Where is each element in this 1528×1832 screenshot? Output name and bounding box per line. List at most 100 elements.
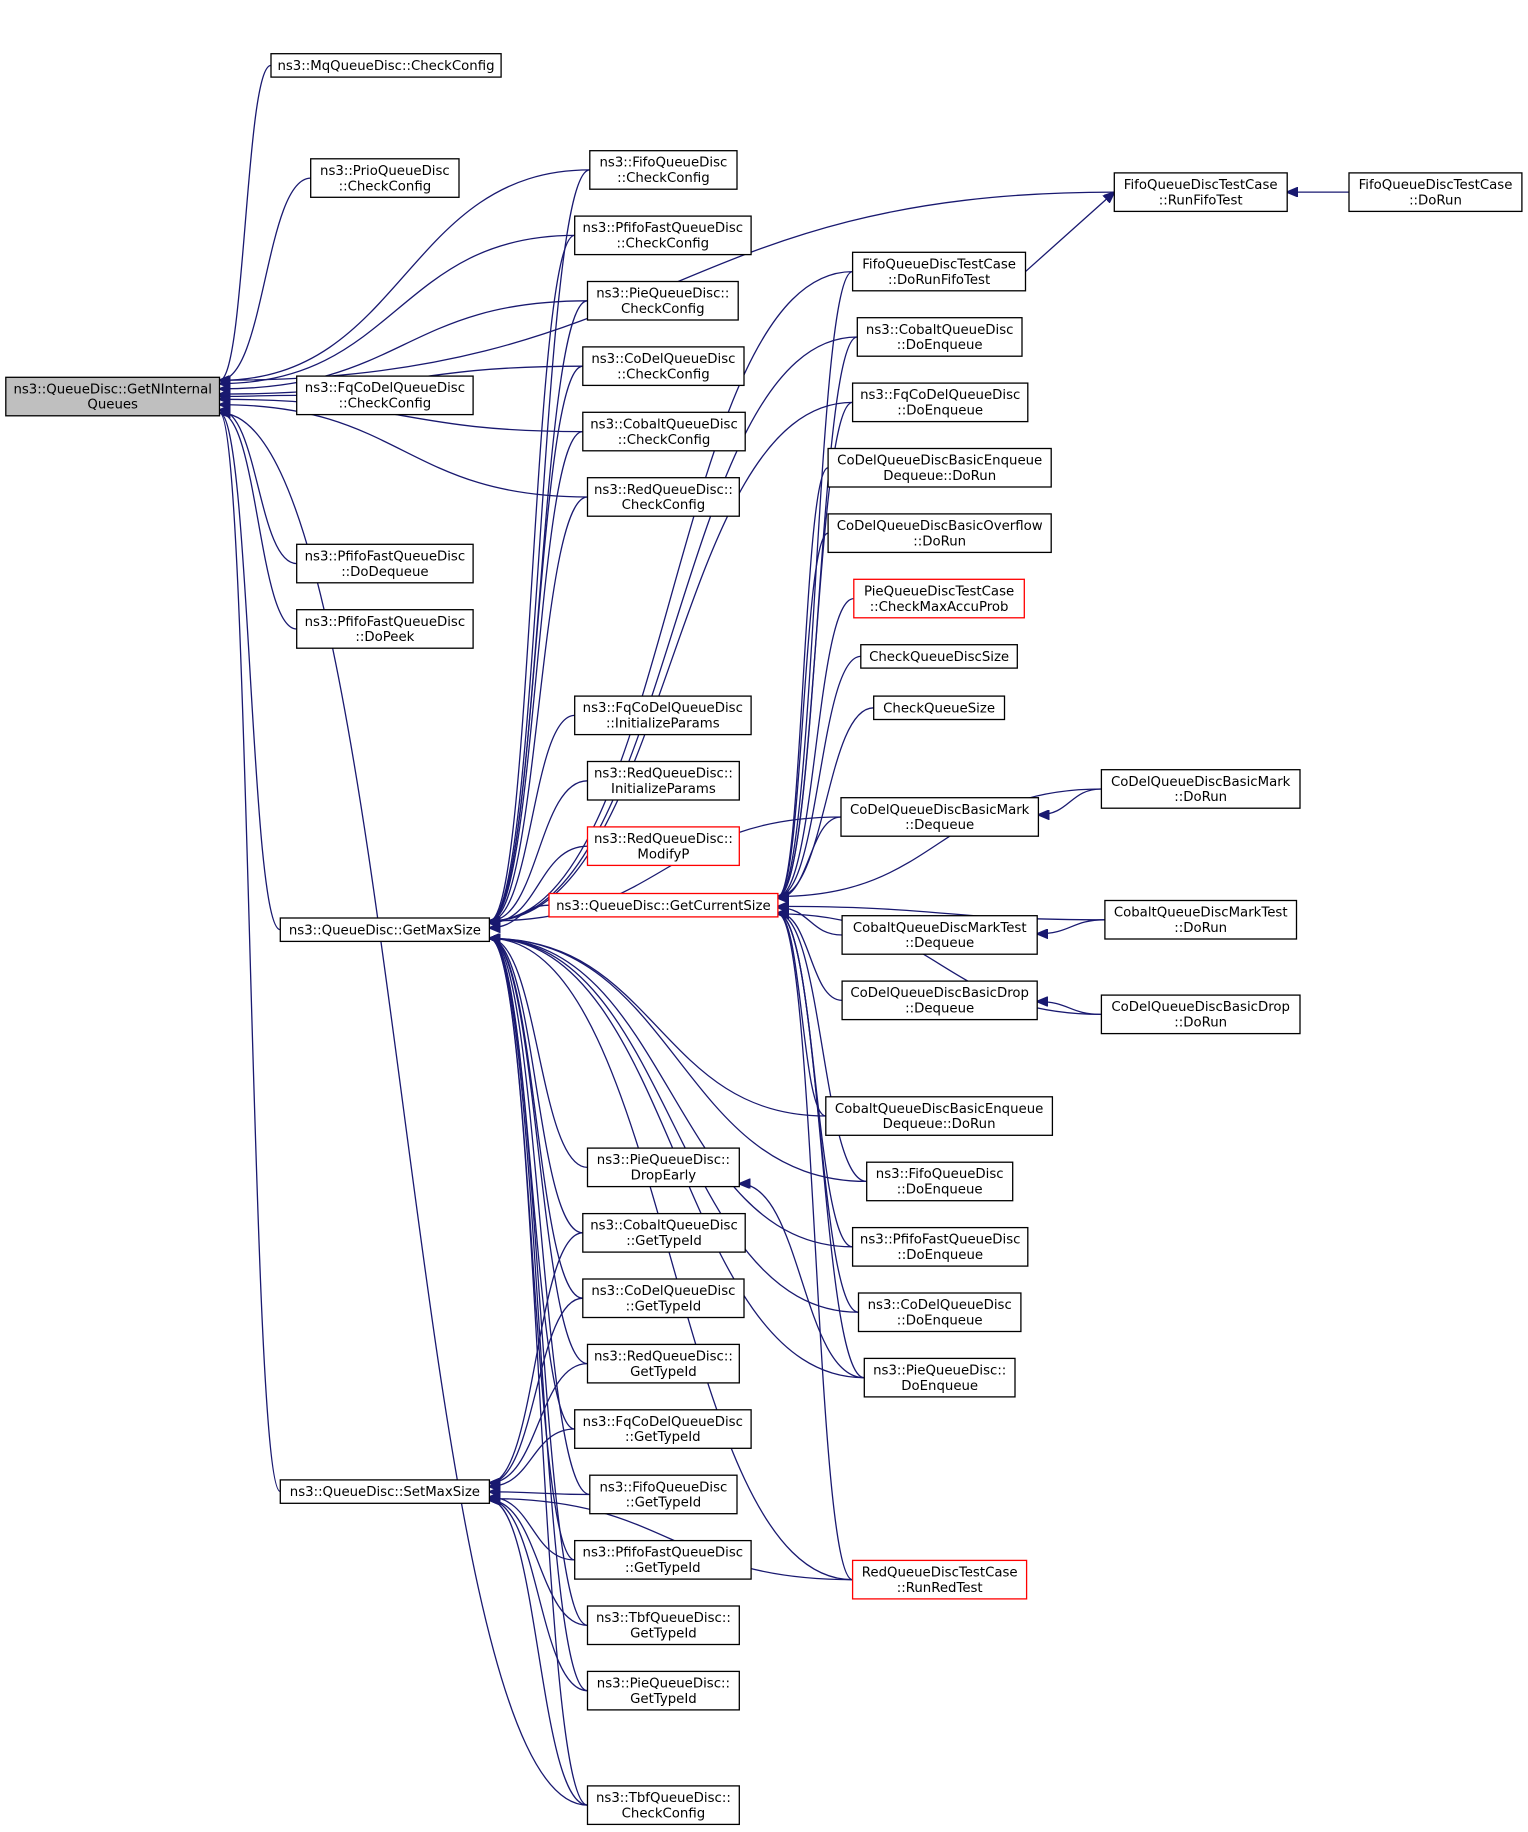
node-label: FifoQueueDiscTestCase: [1359, 178, 1513, 193]
edge-redtest_run-to-getmaxsize: [489, 938, 853, 1581]
node-label: GetTypeId: [630, 1365, 697, 1380]
node-box: [586, 280, 739, 321]
node-fqcodel_init[interactable]: ns3::FqCoDelQueueDisc::InitializeParams: [574, 695, 752, 736]
node-fifo_doenq[interactable]: ns3::FifoQueueDisc::DoEnqueue: [866, 1161, 1014, 1202]
node-label: PieQueueDiscTestCase: [864, 584, 1014, 599]
node-cobalt_doenq[interactable]: ns3::CobaltQueueDisc::DoEnqueue: [856, 317, 1023, 357]
edge-prio_check-to-getninternal: [220, 177, 311, 380]
node-fifo_check[interactable]: ns3::FifoQueueDisc::CheckConfig: [589, 150, 738, 190]
node-red_typeid[interactable]: ns3::RedQueueDisc::GetTypeId: [586, 1343, 740, 1384]
node-mq_check[interactable]: ns3::MqQueueDisc::CheckConfig: [270, 53, 502, 78]
node-codel_typeid[interactable]: ns3::CoDelQueueDisc::GetTypeId: [582, 1278, 745, 1319]
node-codel_basicovf[interactable]: CoDelQueueDiscBasicOverflow::DoRun: [827, 513, 1052, 554]
edge-cobalt_basicenq-to-getmaxsize: [489, 938, 826, 1117]
node-box: [548, 892, 779, 918]
node-pfifo_typeid[interactable]: ns3::PfifoFastQueueDisc::GetTypeId: [574, 1539, 752, 1580]
node-fqcodel_typeid[interactable]: ns3::FqCoDelQueueDisc::GetTypeId: [574, 1409, 752, 1449]
node-label: ns3::FqCoDelQueueDisc: [305, 381, 465, 396]
node-label: ::GetTypeId: [626, 1299, 702, 1314]
node-fqcodel_doenq[interactable]: ns3::FqCoDelQueueDisc::DoEnqueue: [851, 382, 1029, 423]
node-fifotest_dorunfifo[interactable]: FifoQueueDiscTestCase::DoRunFifoTest: [851, 251, 1027, 292]
node-pfifo_dodeq[interactable]: ns3::PfifoFastQueueDisc::DoDequeue: [296, 543, 474, 584]
node-setmaxsize[interactable]: ns3::QueueDisc::SetMaxSize: [279, 1479, 491, 1504]
edge-pie_doenq-to-getcurrentsize: [778, 914, 865, 1379]
edge-pfifo_typeid-to-getmaxsize: [489, 938, 575, 1561]
edge-pie_doenq-to-pie_dropearly: [739, 1184, 865, 1379]
node-cobalt_basicenq[interactable]: CobaltQueueDiscBasicEnqueueDequeue::DoRu…: [825, 1096, 1054, 1136]
node-box: [827, 447, 1052, 488]
node-box: [574, 1409, 752, 1449]
node-redtest_run[interactable]: RedQueueDiscTestCase::RunRedTest: [851, 1559, 1028, 1600]
node-fifo_typeid[interactable]: ns3::FifoQueueDisc::GetTypeId: [589, 1474, 738, 1515]
node-cobalt_markrun[interactable]: CobaltQueueDiscMarkTest::DoRun: [1104, 899, 1298, 940]
node-cobalt_markdeq[interactable]: CobaltQueueDiscMarkTest::Dequeue: [841, 915, 1038, 955]
node-label: ns3::PieQueueDisc::: [596, 287, 729, 302]
node-cobalt_check[interactable]: ns3::CobaltQueueDisc::CheckConfig: [582, 411, 746, 452]
node-red_modifyp[interactable]: ns3::RedQueueDisc::ModifyP: [586, 826, 740, 867]
node-label: ::DoRun: [1174, 921, 1227, 936]
node-box: [310, 158, 460, 198]
node-pfifo_doenq[interactable]: ns3::PfifoFastQueueDisc::DoEnqueue: [851, 1226, 1029, 1267]
node-cobalt_typeid[interactable]: ns3::CobaltQueueDisc::GetTypeId: [582, 1212, 746, 1253]
node-codel_markrun[interactable]: CoDelQueueDiscBasicMark::DoRun: [1100, 769, 1301, 809]
node-box: [851, 1226, 1029, 1267]
node-box: [586, 1147, 740, 1188]
node-pfifo_dopeek[interactable]: ns3::PfifoFastQueueDisc::DoPeek: [296, 609, 474, 649]
edge-fifo_typeid-to-setmaxsize: [489, 1492, 590, 1495]
node-codel_check[interactable]: ns3::CoDelQueueDisc::CheckConfig: [582, 346, 745, 387]
node-pfifo_check[interactable]: ns3::PfifoFastQueueDisc::CheckConfig: [574, 215, 752, 256]
node-label: ns3::QueueDisc::GetCurrentSize: [556, 899, 771, 914]
edge-redtest_run-to-getcurrentsize: [778, 914, 853, 1581]
edge-getcurrentsize-to-getmaxsize: [489, 904, 550, 928]
node-pie_typeid[interactable]: ns3::PieQueueDisc::GetTypeId: [586, 1670, 740, 1711]
node-label: ns3::FifoQueueDisc: [599, 156, 727, 171]
node-getcurrentsize[interactable]: ns3::QueueDisc::GetCurrentSize: [548, 892, 779, 918]
edge-cobalt_typeid-to-getmaxsize: [489, 938, 583, 1234]
node-red_init[interactable]: ns3::RedQueueDisc::InitializeParams: [586, 760, 740, 801]
node-fifotest_dorun[interactable]: FifoQueueDiscTestCase::DoRun: [1348, 172, 1523, 213]
node-label: ::CheckConfig: [339, 179, 432, 194]
node-label: CobaltQueueDiscMarkTest: [853, 921, 1027, 936]
edge-red_init-to-getmaxsize: [489, 780, 588, 921]
node-label: ::GetTypeId: [626, 1496, 702, 1511]
edge-codel_doenq-to-getmaxsize: [489, 938, 859, 1313]
node-pie_check[interactable]: ns3::PieQueueDisc::CheckConfig: [586, 280, 739, 321]
edge-pie_check-to-getninternal: [220, 300, 588, 389]
node-fqcodel_check[interactable]: ns3::FqCoDelQueueDisc::CheckConfig: [296, 375, 474, 416]
node-label: ns3::RedQueueDisc::: [594, 1349, 733, 1364]
node-checkqsize[interactable]: CheckQueueSize: [873, 695, 1006, 721]
node-label: CobaltQueueDiscBasicEnqueue: [835, 1102, 1043, 1117]
node-label: ns3::MqQueueDisc::CheckConfig: [277, 59, 494, 74]
node-label: CoDelQueueDiscBasicDrop: [1111, 1000, 1290, 1015]
node-codel_droprun[interactable]: CoDelQueueDiscBasicDrop::DoRun: [1100, 994, 1301, 1035]
node-getmaxsize[interactable]: ns3::QueueDisc::GetMaxSize: [279, 917, 491, 943]
node-label: ::DoDequeue: [341, 565, 428, 580]
node-label: ns3::PfifoFastQueueDisc: [860, 1233, 1021, 1248]
node-label: FifoQueueDiscTestCase: [1124, 178, 1278, 193]
node-box: [586, 477, 740, 517]
node-codel_markdeq[interactable]: CoDelQueueDiscBasicMark::Dequeue: [840, 797, 1040, 837]
node-codel_doenq[interactable]: ns3::CoDelQueueDisc::DoEnqueue: [857, 1292, 1022, 1333]
node-box: [586, 1670, 740, 1711]
node-box: [589, 150, 738, 190]
node-label: ::CheckConfig: [618, 433, 711, 448]
node-pie_dropearly[interactable]: ns3::PieQueueDisc::DropEarly: [586, 1147, 740, 1188]
node-pie_doenq[interactable]: ns3::PieQueueDisc::DoEnqueue: [863, 1357, 1016, 1398]
node-pie_checkmax[interactable]: PieQueueDiscTestCase::CheckMaxAccuProb: [853, 578, 1025, 619]
node-box: [582, 346, 745, 387]
node-prio_check[interactable]: ns3::PrioQueueDisc::CheckConfig: [310, 158, 460, 198]
edge-pfifo_typeid-to-setmaxsize: [489, 1497, 575, 1561]
node-fifotest_runfifo[interactable]: FifoQueueDiscTestCase::RunFifoTest: [1113, 172, 1288, 213]
node-red_check[interactable]: ns3::RedQueueDisc::CheckConfig: [586, 477, 740, 517]
node-codel_dropdeq[interactable]: CoDelQueueDiscBasicDrop::Dequeue: [841, 980, 1038, 1021]
edge-tbf_typeid-to-getmaxsize: [489, 938, 588, 1626]
edge-fqcodel_init-to-getmaxsize: [489, 714, 575, 921]
node-label: ::CheckConfig: [617, 237, 710, 252]
edge-fqcodel_doenq-to-getcurrentsize: [778, 401, 853, 896]
node-tbf_check[interactable]: ns3::TbfQueueDisc::CheckConfig: [586, 1785, 740, 1826]
node-tbf_typeid[interactable]: ns3::TbfQueueDisc::GetTypeId: [586, 1605, 740, 1646]
node-label: ::RunRedTest: [897, 1581, 983, 1596]
node-checkqdsize[interactable]: CheckQueueDiscSize: [860, 644, 1018, 669]
